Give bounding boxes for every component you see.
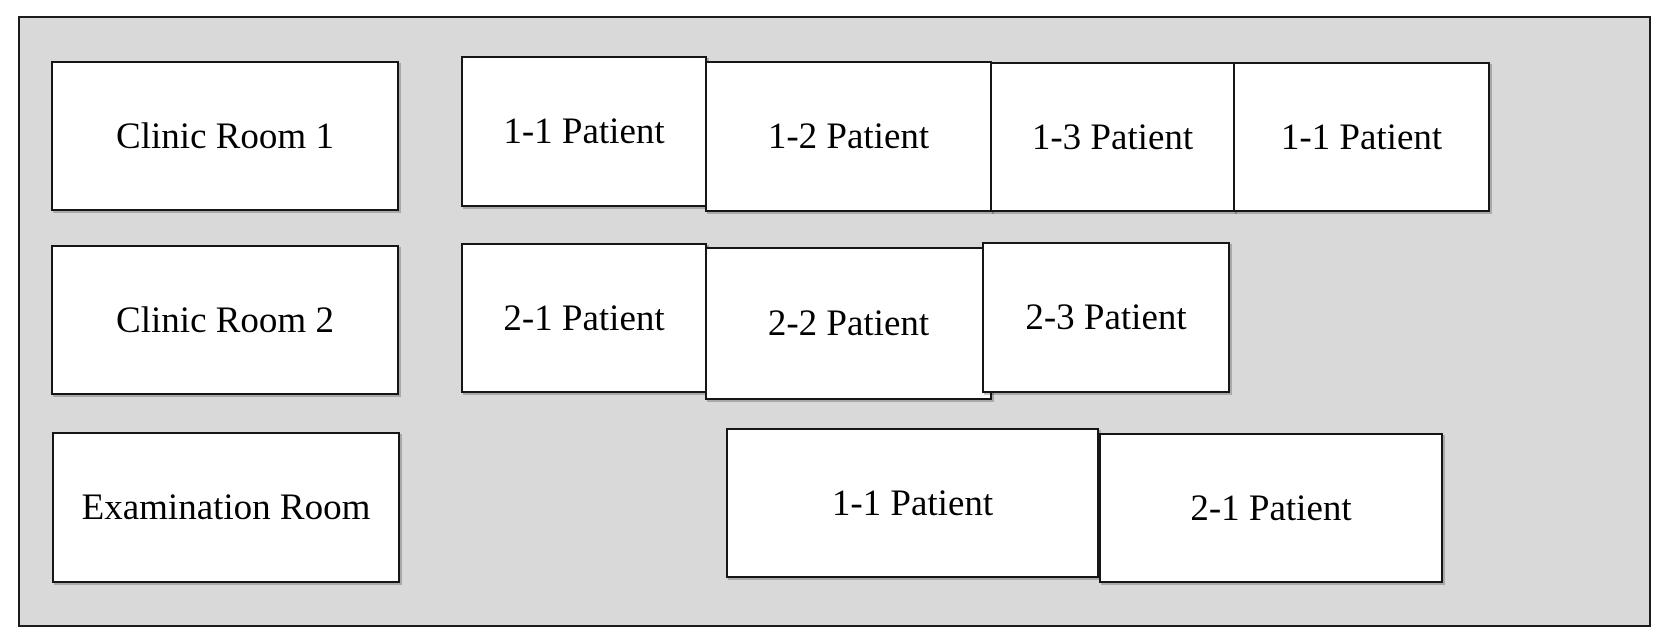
patient-block: 2-1 Patient (1099, 433, 1443, 583)
patient-block: 2-2 Patient (705, 247, 992, 400)
patient-block-label: 2-1 Patient (503, 297, 665, 339)
patient-block-label: 2-2 Patient (767, 303, 930, 344)
patient-block: 2-3 Patient (982, 242, 1230, 393)
patient-block-label: 2-3 Patient (1025, 297, 1187, 338)
patient-block: 1-1 Patient (1233, 62, 1490, 212)
patient-block: 1-3 Patient (990, 62, 1235, 212)
patient-block: 1-1 Patient (726, 428, 1099, 578)
patient-block-label: 1-1 Patient (503, 111, 665, 152)
patient-block: 2-1 Patient (461, 243, 707, 393)
room-box: Examination Room (52, 432, 400, 583)
patient-block-label: 1-1 Patient (831, 482, 994, 524)
patient-block-label: 2-1 Patient (1190, 487, 1352, 529)
room-box: Clinic Room 2 (51, 245, 399, 395)
patient-block-label: 1-3 Patient (1031, 116, 1194, 158)
patient-block: 1-1 Patient (461, 56, 707, 207)
patient-block: 1-2 Patient (705, 61, 992, 212)
room-label: Examination Room (81, 487, 371, 528)
room-box: Clinic Room 1 (51, 61, 399, 211)
patient-block-label: 1-1 Patient (1280, 116, 1443, 158)
room-label: Clinic Room 2 (116, 299, 334, 341)
room-label: Clinic Room 1 (116, 115, 334, 157)
patient-block-label: 1-2 Patient (767, 116, 930, 157)
